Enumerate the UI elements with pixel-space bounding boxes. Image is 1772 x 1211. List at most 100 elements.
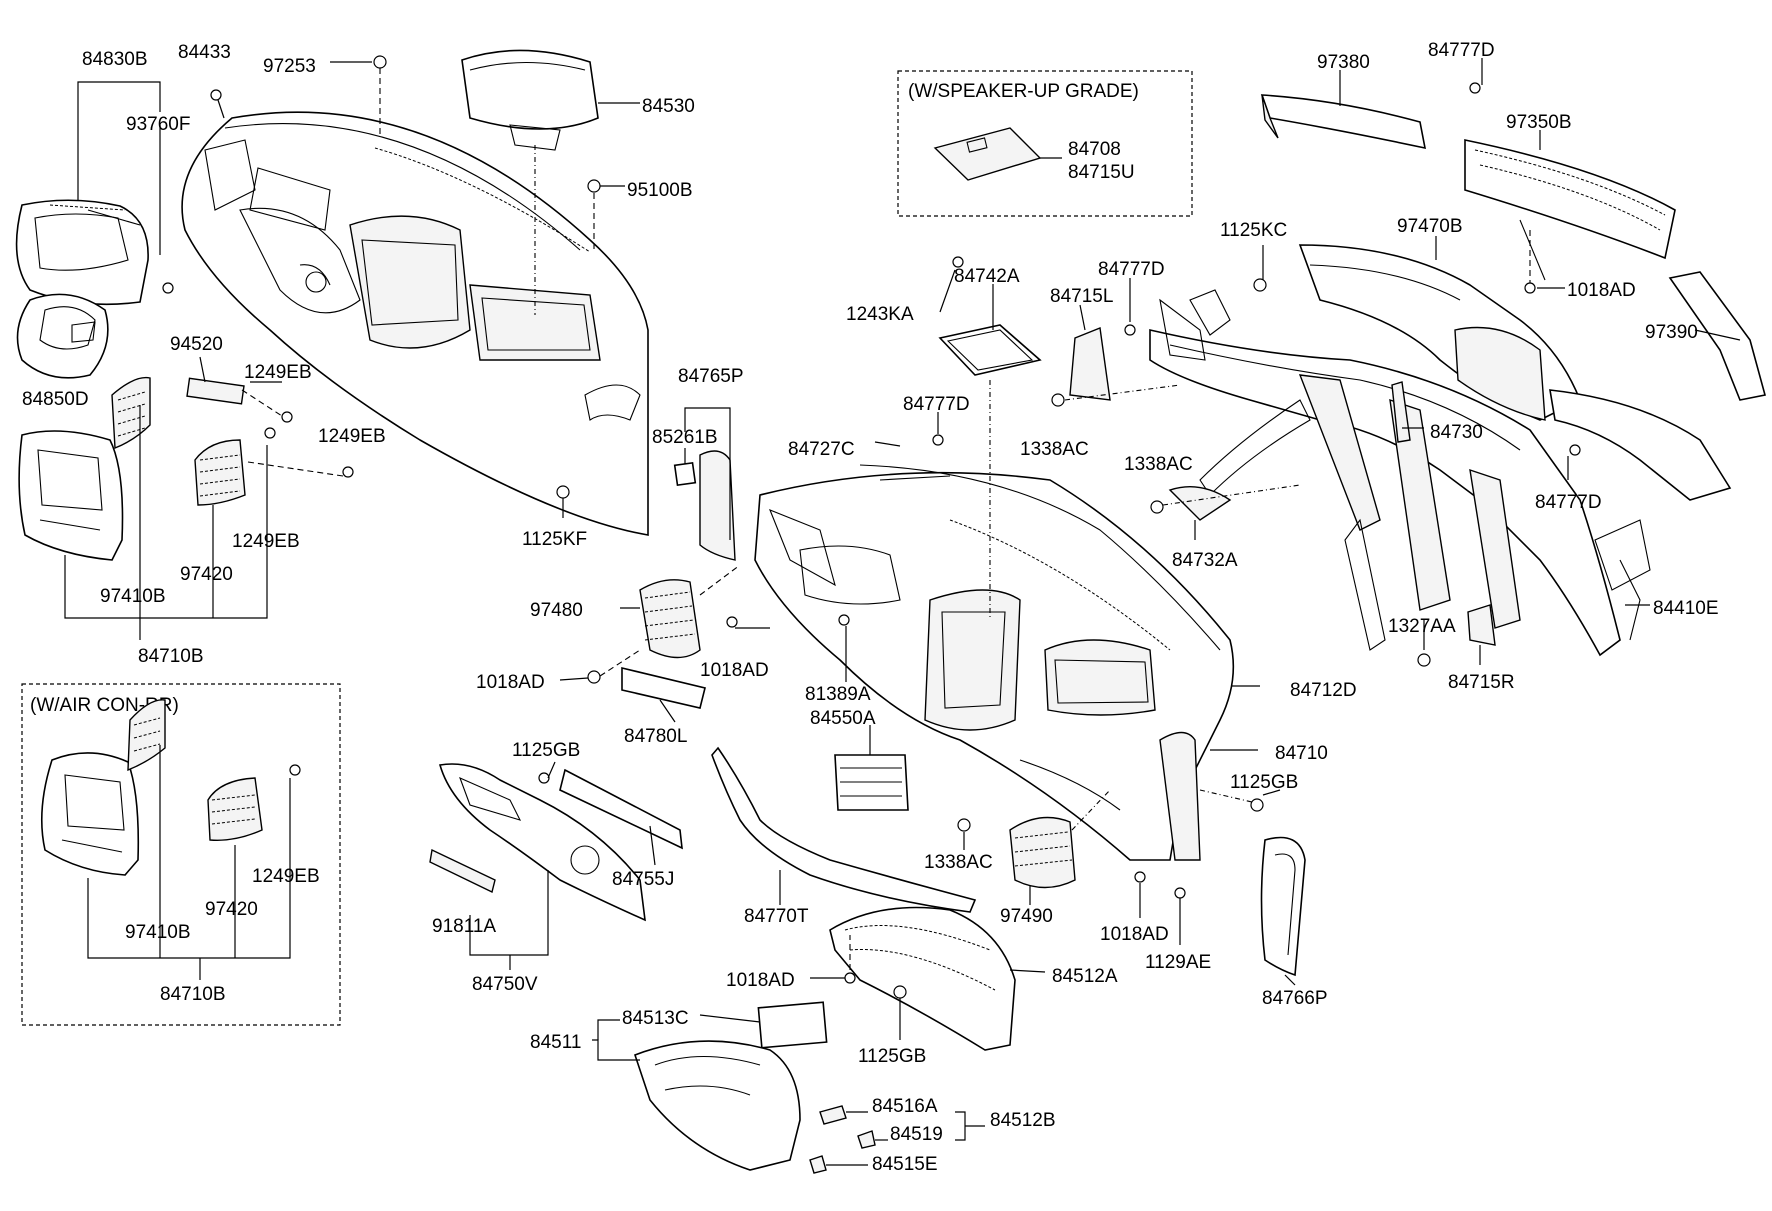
label-1249EB-c: 1249EB <box>232 531 300 552</box>
main-duct-97470B-drawing <box>1298 244 1582 421</box>
bracket-84730-drawing <box>1391 381 1411 443</box>
label-94520: 94520 <box>170 334 223 355</box>
label-84516A: 84516A <box>872 1096 938 1117</box>
upper-crash-pad-drawing <box>181 111 649 536</box>
part-labels: 84830B 84433 97253 84530 93760F 95100B 8… <box>22 40 1719 1175</box>
label-97480: 97480 <box>530 600 583 621</box>
center-vent-drawing <box>111 376 151 450</box>
label-84766P: 84766P <box>1262 988 1328 1009</box>
label-84433: 84433 <box>178 42 231 63</box>
cowl-cross-bar-drawing <box>1149 289 1651 657</box>
label-84410E: 84410E <box>1653 598 1719 619</box>
label-84755J: 84755J <box>612 869 674 890</box>
label-97490: 97490 <box>1000 906 1053 927</box>
label-84742A: 84742A <box>954 266 1020 287</box>
label-1018AD-c: 1018AD <box>1100 924 1169 945</box>
label-1243KA: 1243KA <box>846 304 914 325</box>
leader-lines <box>64 58 1741 1166</box>
label-84710: 84710 <box>1275 743 1328 764</box>
airbag-module-drawing <box>461 49 599 151</box>
label-84708: 84708 <box>1068 139 1121 160</box>
label-84715R: 84715R <box>1448 672 1515 693</box>
trim-84770T-drawing <box>711 746 977 913</box>
label-84770T: 84770T <box>744 906 809 927</box>
defrost-nozzle-97350B-drawing <box>1464 139 1676 281</box>
label-91811A: 91811A <box>432 916 496 937</box>
label-84712D: 84712D <box>1290 680 1357 701</box>
vent-duct-97380-drawing <box>1260 94 1427 150</box>
label-1249EB-b: 1249EB <box>318 426 386 447</box>
label-97410B: 97410B <box>100 586 166 607</box>
label-84515E: 84515E <box>872 1154 938 1175</box>
label-97420-b: 97420 <box>205 899 258 920</box>
label-95100B: 95100B <box>627 180 693 201</box>
label-84710B: 84710B <box>138 646 204 667</box>
label-84530: 84530 <box>642 96 695 117</box>
label-84715L: 84715L <box>1050 286 1113 307</box>
label-84550A: 84550A <box>810 708 876 729</box>
air-con-rr-side-vent-drawing <box>207 777 263 841</box>
vent-97480-drawing <box>639 579 701 659</box>
label-84512A: 84512A <box>1052 966 1118 987</box>
speaker-upgrade-box <box>897 70 1193 217</box>
label-84715U: 84715U <box>1068 162 1135 183</box>
label-1125GB-a: 1125GB <box>512 740 580 761</box>
pad-85261B-drawing <box>673 461 697 487</box>
center-facia-drawing <box>18 430 124 561</box>
label-97420: 97420 <box>180 564 233 585</box>
label-1338AC-a: 1338AC <box>1020 439 1089 460</box>
label-84780L: 84780L <box>624 726 687 747</box>
bracket-84732A-drawing <box>1168 485 1232 521</box>
trim-84780L-drawing <box>621 666 706 709</box>
air-con-rr-vent-drawing <box>127 699 166 772</box>
main-crash-pad-84710-drawing <box>754 464 1235 861</box>
label-85261B: 85261B <box>652 427 718 448</box>
label-1129AE: 1129AE <box>1145 952 1211 973</box>
lower-panel-84750V-drawing <box>438 763 683 922</box>
speaker-grille-drawing <box>933 127 1042 181</box>
label-84513C: 84513C <box>622 1008 689 1029</box>
cover-91811A-drawing <box>429 848 496 894</box>
lower-duct-drawing <box>1549 389 1732 501</box>
lower-cover-84512A-drawing <box>829 906 1016 1051</box>
label-97410B-b: 97410B <box>125 922 191 943</box>
label-1018AD-r: 1018AD <box>1567 280 1636 301</box>
label-1338AC-c: 1338AC <box>924 852 993 873</box>
label-1125KC: 1125KC <box>1220 220 1287 241</box>
label-84732A: 84732A <box>1172 550 1238 571</box>
side-cover-84765P-drawing <box>699 450 736 561</box>
air-con-rr-center-facia-drawing <box>41 752 140 876</box>
label-84730: 84730 <box>1430 422 1483 443</box>
label-1125GB-b: 1125GB <box>1230 772 1298 793</box>
label-1249EB-d: 1249EB <box>252 866 320 887</box>
label-84511: 84511 <box>530 1032 581 1053</box>
label-1018AD-d: 1018AD <box>726 970 795 991</box>
clip-84519-drawing <box>857 1130 876 1149</box>
label-97380: 97380 <box>1317 52 1370 73</box>
label-84777D-mid: 84777D <box>1098 259 1165 280</box>
label-1018AD-b: 1018AD <box>700 660 769 681</box>
label-97470B: 97470B <box>1397 216 1463 237</box>
label-1338AC-b: 1338AC <box>1124 454 1193 475</box>
label-97350B: 97350B <box>1506 112 1572 133</box>
label-1125GB-c: 1125GB <box>858 1046 926 1067</box>
damper-84515E-drawing <box>809 1155 827 1174</box>
cluster-facia-drawing <box>16 293 109 379</box>
label-84750V: 84750V <box>472 974 538 995</box>
label-81389A: 81389A <box>805 684 871 705</box>
label-84830B: 84830B <box>82 49 148 70</box>
label-1327AA: 1327AA <box>1388 616 1456 637</box>
label-1249EB-a: 1249EB <box>244 362 312 383</box>
side-cover-84766P-drawing <box>1260 836 1306 977</box>
label-84519: 84519 <box>890 1124 943 1145</box>
label-84777D-c: 84777D <box>903 394 970 415</box>
side-duct-97390-drawing <box>1668 271 1766 401</box>
label-84710B-b: 84710B <box>160 984 226 1005</box>
box-84550A-drawing <box>834 754 909 811</box>
label-1125KF: 1125KF <box>522 529 587 550</box>
label-84727C: 84727C <box>788 439 855 460</box>
label-84850D: 84850D <box>22 389 89 410</box>
fastener-bolts <box>162 55 1581 999</box>
label-84765P: 84765P <box>678 366 744 387</box>
